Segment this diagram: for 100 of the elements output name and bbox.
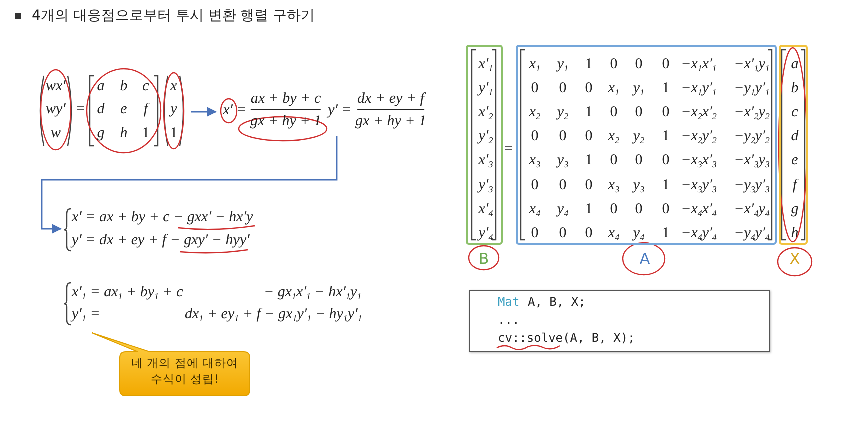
matrix-entry: x′$_{1}$ [478,58,494,72]
code-box [469,290,770,352]
matrix-entry: 0 [662,58,670,72]
matrix-entry: −x′$_{2}$y$_{2}$ [734,106,770,121]
matrix-entry: −x$_{3}$x′$_{3}$ [681,154,717,169]
matrix-entry: 0 [610,154,618,169]
equals-sign: = [504,142,513,157]
matrix-entry: y$_{4}$ [633,226,645,242]
matrix-entry: 1 [662,226,670,242]
equation: y′$_{1}$ = [72,308,100,322]
matrix-entry: −x$_{4}$x′$_{4}$ [681,202,717,218]
matrix-entry: y′$_{1}$ [478,82,494,97]
matrix-entry: x′$_{4}$ [478,202,494,218]
matrix-entry: 0 [585,178,593,193]
matrix-entry: −x$_{1}$x′$_{1}$ [681,58,717,72]
matrix-entry: 0 [559,82,567,97]
matrix-entry: −y$_{4}$y′$_{4}$ [734,226,770,242]
matrix-entry: b [791,82,799,97]
matrix-entry: wx′ [46,80,66,94]
highlight-box [779,45,808,245]
callout-text: 네 개의 점에 대하여 수식이 성립! [130,355,240,387]
matrix-entry: 0 [662,202,670,218]
fraction-numerator: dx + ey + f [358,92,424,110]
matrix-entry: −x$_{4}$y′$_{4}$ [681,226,717,242]
matrix-entry: x$_{2}$ [529,106,541,121]
matrix-entry: −x$_{3}$y′$_{3}$ [681,178,717,193]
matrix-entry: y$_{1}$ [633,82,645,97]
formula: x′ = [223,104,247,118]
matrix-entry: x$_{4}$ [529,202,541,218]
matrix-entry: 0 [559,178,567,193]
matrix-entry: a [97,80,105,94]
matrix-entry: 0 [610,106,618,121]
matrix-name: X [788,250,802,268]
matrix-entry: 1 [662,178,670,193]
matrix-entry: 1 [585,202,593,218]
code-text: A, B, X; [528,296,586,308]
matrix-entry: 0 [662,154,670,169]
matrix-entry: e [792,154,798,169]
matrix-entry: x$_{3}$ [608,178,620,193]
matrix-entry: 0 [559,226,567,242]
matrix-entry: 1 [142,126,150,142]
matrix-entry: x′$_{2}$ [478,106,494,121]
matrix-entry: −y$_{2}$y′$_{2}$ [734,130,770,145]
matrix-entry: y$_{3}$ [557,154,569,169]
matrix-entry: wy′ [46,102,66,118]
matrix-entry: h [791,226,799,242]
matrix-entry: 0 [662,106,670,121]
matrix-entry: 0 [635,58,643,72]
matrix-entry: 0 [531,226,539,242]
highlight-box [516,45,777,245]
matrix-entry: a [791,58,799,72]
matrix-entry: 0 [635,202,643,218]
matrix-entry: c [792,106,798,121]
code-line: cv::solve(A, B, X); [498,332,636,344]
matrix-name: B [478,250,490,268]
matrix-entry: −x′$_{3}$y$_{3}$ [734,154,770,169]
matrix-entry: g [791,202,799,218]
matrix-entry: 0 [531,82,539,97]
matrix-entry: y [170,102,178,118]
matrix-entry: 0 [610,58,618,72]
matrix-entry: x$_{3}$ [529,154,541,169]
matrix-entry: y$_{1}$ [557,58,569,72]
matrix-entry: f [792,178,798,193]
equation: x′$_{1}$ = ax$_{1}$ + by$_{1}$ + c [72,286,184,300]
matrix-entry: y$_{2}$ [557,106,569,121]
matrix-entry: x$_{1}$ [529,58,541,72]
matrix-entry: 0 [635,106,643,121]
matrix-entry: f [144,102,148,118]
matrix-entry: y$_{4}$ [557,202,569,218]
matrix-entry: y′$_{4}$ [478,226,494,242]
matrix-entry: −x$_{2}$x′$_{2}$ [681,106,717,121]
matrix-entry: 1 [662,130,670,145]
matrix-entry: −x′$_{1}$y$_{1}$ [734,58,770,72]
matrix-entry: b [120,80,128,94]
matrix-entry: −x′$_{4}$y$_{4}$ [734,202,770,218]
arrow [41,136,338,234]
matrix-entry: 0 [585,130,593,145]
matrix-entry: e [120,102,128,118]
matrix-entry: −y$_{3}$y′$_{3}$ [734,178,770,193]
fraction-numerator: ax + by + c [250,92,322,110]
code-line: ... [498,314,520,326]
matrix-entry: 0 [559,130,567,145]
matrix-entry: x [170,80,178,94]
equation: − gx$_{1}$x′$_{1}$ − hx′$_{1}$y$_{1}$ [264,286,362,300]
matrix-entry: 1 [585,58,593,72]
highlight-box [466,45,503,245]
matrix-entry: x$_{1}$ [608,82,620,97]
equation: dx$_{1}$ + ey$_{1}$ + f − gx$_{1}$y′$_{1}$ − hy$_{1}$y′$_{1}$ [185,308,362,322]
matrix-entry: x$_{4}$ [608,226,620,242]
matrix-entry: x$_{2}$ [608,130,620,145]
code-keyword: Mat [498,296,520,308]
matrix-name: A [638,250,652,268]
matrix-entry: 0 [585,82,593,97]
matrix-entry: 0 [531,178,539,193]
title: 4개의 대응점으로부터 투시 변환 행렬 구하기 [32,7,316,25]
matrix-entry: 0 [585,226,593,242]
matrix-entry: d [791,130,799,145]
matrix-entry: w [51,126,61,142]
matrix-entry: c [142,80,150,94]
matrix-entry: 0 [635,154,643,169]
